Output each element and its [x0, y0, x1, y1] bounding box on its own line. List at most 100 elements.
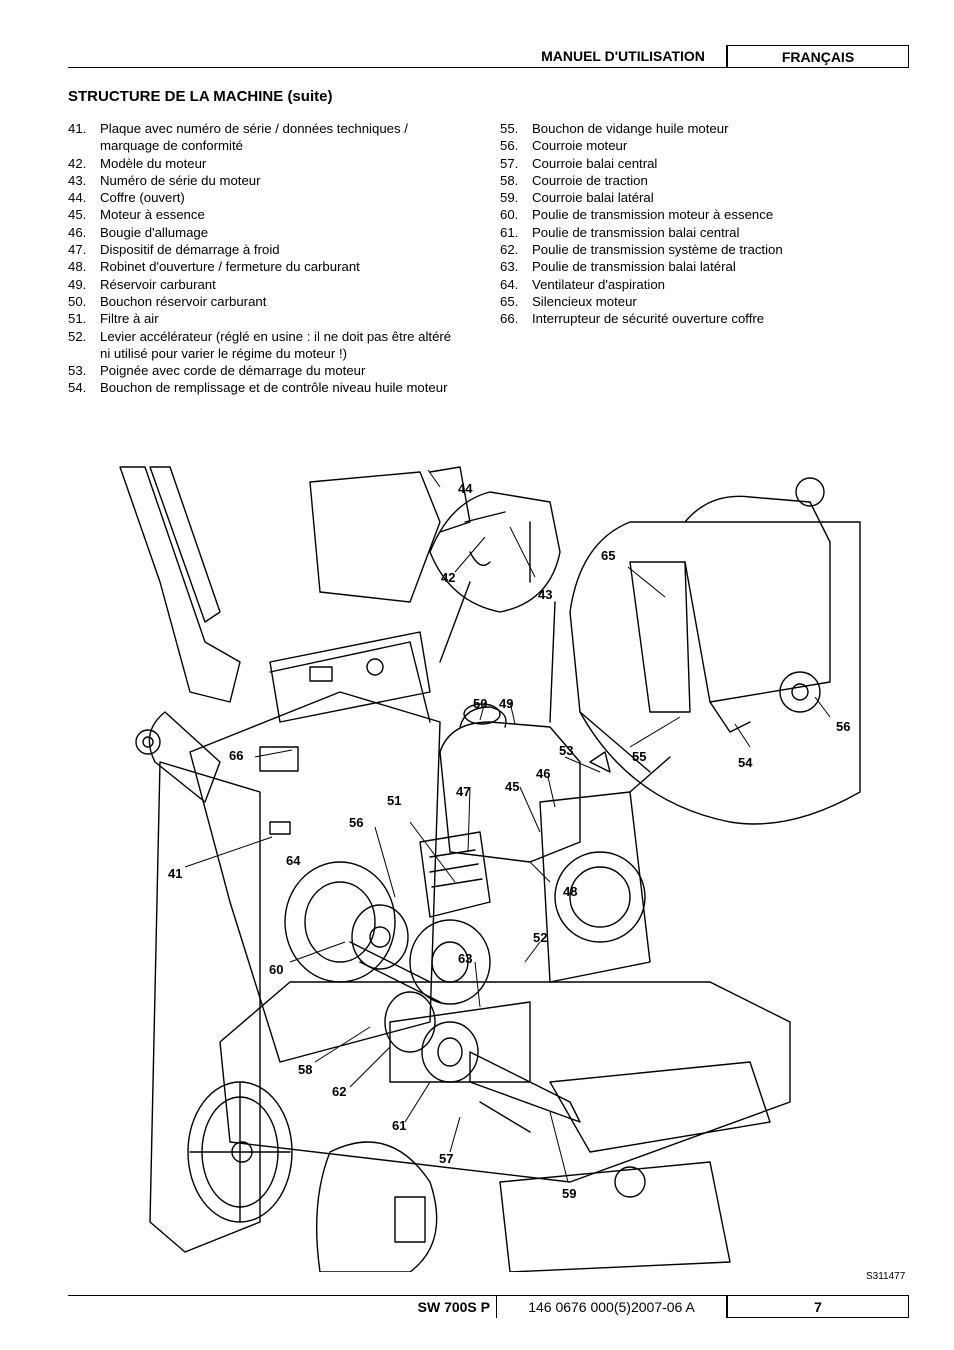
- item-text: Poulie de transmission balai latéral: [532, 259, 736, 275]
- item-number: 55.: [500, 121, 519, 136]
- callout-50: 50: [473, 696, 488, 711]
- item-text: Réservoir carburant: [100, 276, 216, 292]
- item-number: 43.: [68, 172, 87, 188]
- parts-list-item: 49. Réservoir carburant: [68, 276, 463, 293]
- callout-60: 60: [269, 962, 284, 977]
- parts-list-item: 45. Moteur à essence: [68, 206, 463, 223]
- item-number: 42.: [68, 155, 87, 171]
- callout-59: 59: [562, 1186, 577, 1201]
- item-number: 48.: [68, 259, 87, 275]
- callout-57: 57: [439, 1151, 454, 1166]
- item-number: 49.: [68, 276, 87, 292]
- parts-list-item: 60.Poulie de transmission moteur à essen…: [500, 206, 840, 223]
- parts-list-item: 61. Poulie de transmission balai central: [500, 224, 840, 241]
- item-text: Courroie balai central: [532, 155, 658, 171]
- item-number: 61.: [500, 224, 519, 240]
- item-number: 62.: [500, 242, 519, 258]
- callout-51: 51: [387, 793, 402, 808]
- callout-65: 65: [601, 548, 616, 563]
- item-text: Silencieux moteur: [532, 293, 637, 309]
- callout-53: 53: [559, 743, 574, 758]
- parts-list-item: 41. Plaque avec numéro de série / données…: [68, 120, 463, 155]
- parts-list-item: 44.Coffre (ouvert): [68, 189, 463, 206]
- parts-list-item: 52. Levier accélérateur (réglé en usine :…: [68, 328, 463, 363]
- item-number: 63.: [500, 259, 519, 275]
- parts-list-item: 55. Bouchon de vidange huile moteur: [500, 120, 840, 137]
- parts-list-item: 57. Courroie balai central: [500, 155, 840, 172]
- callout-46: 46: [536, 766, 551, 781]
- parts-list-item: 47. Dispositif de démarrage à froid: [68, 241, 463, 258]
- language-label: FRANÇAIS: [727, 45, 909, 67]
- footer-model: SW 700S P: [380, 1296, 497, 1318]
- item-text: Poulie de transmission balai central: [532, 224, 740, 240]
- parts-list-item: 63. Poulie de transmission balai latéral: [500, 258, 840, 275]
- callout-58: 58: [298, 1062, 313, 1077]
- parts-list-item: 50.Bouchon réservoir carburant: [68, 293, 463, 310]
- callout-43: 43: [538, 587, 553, 602]
- parts-list-item: 62.Poulie de transmission système de tra…: [500, 241, 840, 258]
- callout-66: 66: [229, 748, 244, 763]
- parts-list-item: 54. Bouchon de remplissage et de contrôle…: [68, 379, 463, 396]
- callout-64: 64: [286, 853, 301, 868]
- manual-title: MANUEL D'UTILISATION: [520, 45, 727, 67]
- callout-47: 47: [456, 784, 471, 799]
- item-number: 60.: [500, 207, 519, 223]
- parts-list-item: 64.Ventilateur d'aspiration: [500, 276, 840, 293]
- parts-list-item: 42. Modèle du moteur: [68, 155, 463, 172]
- machine-illustration: [119, 466, 861, 1272]
- item-number: 47.: [68, 242, 87, 258]
- parts-list-item: 48.Robinet d'ouverture / fermeture du ca…: [68, 258, 463, 275]
- item-text: Courroie de traction: [532, 172, 648, 188]
- item-number: 45.: [68, 207, 87, 223]
- item-number: 53.: [68, 363, 87, 379]
- item-number: 41.: [68, 121, 87, 136]
- item-number: 56.: [500, 138, 519, 154]
- item-number: 52.: [68, 328, 87, 344]
- callout-42: 42: [441, 570, 456, 585]
- item-text: Plaque avec numéro de série / données te…: [100, 121, 408, 154]
- item-number: 57.: [500, 155, 519, 171]
- header-rule: [68, 67, 909, 68]
- parts-list-item: 56.Courroie moteur: [500, 137, 840, 154]
- parts-list-item: 53.Poignée avec corde de démarrage du mo…: [68, 362, 463, 379]
- parts-list-item: 43. Numéro de série du moteur: [68, 172, 463, 189]
- callout-54: 54: [738, 755, 753, 770]
- item-text: Modèle du moteur: [100, 155, 207, 171]
- item-number: 51.: [68, 311, 87, 327]
- callout-52: 52: [533, 930, 548, 945]
- item-number: 44.: [68, 190, 87, 206]
- item-text: Ventilateur d'aspiration: [532, 276, 666, 292]
- parts-list-item: 65. Silencieux moteur: [500, 293, 840, 310]
- item-text: Numéro de série du moteur: [100, 172, 261, 188]
- item-number: 59.: [500, 190, 519, 206]
- parts-list-item: 51. Filtre à air: [68, 310, 463, 327]
- item-text: Levier accélérateur (réglé en usine : il…: [100, 328, 452, 361]
- item-text: Bouchon de remplissage et de contrôle ni…: [100, 380, 448, 396]
- callout-61: 61: [392, 1118, 407, 1133]
- item-number: 58.: [500, 172, 519, 188]
- item-text: Bougie d'allumage: [100, 224, 209, 240]
- item-number: 46.: [68, 224, 87, 240]
- parts-list-item: 58. Courroie de traction: [500, 172, 840, 189]
- item-text: Bouchon de vidange huile moteur: [532, 121, 729, 136]
- item-text: Interrupteur de sécurité ouverture coffr…: [532, 311, 765, 327]
- callout-45: 45: [505, 779, 520, 794]
- callout-41: 41: [168, 866, 183, 881]
- callout-44: 44: [458, 481, 473, 496]
- parts-list-item: 59.Courroie balai latéral: [500, 189, 840, 206]
- callout-55: 55: [632, 749, 647, 764]
- item-text: Moteur à essence: [100, 207, 205, 223]
- callout-56-inset: 56: [836, 719, 851, 734]
- callout-49: 49: [499, 696, 514, 711]
- item-number: 65.: [500, 293, 519, 309]
- callout-48: 48: [563, 884, 578, 899]
- footer-doc-number: 146 0676 000(5)2007-06 A: [497, 1296, 727, 1318]
- page-number: 7: [727, 1296, 909, 1318]
- item-text: Filtre à air: [100, 311, 159, 327]
- parts-list-item: 46. Bougie d'allumage: [68, 224, 463, 241]
- item-number: 54.: [68, 380, 87, 396]
- item-text: Dispositif de démarrage à froid: [100, 242, 280, 258]
- callout-62: 62: [332, 1084, 347, 1099]
- item-number: 66.: [500, 311, 519, 327]
- callout-56: 56: [349, 815, 364, 830]
